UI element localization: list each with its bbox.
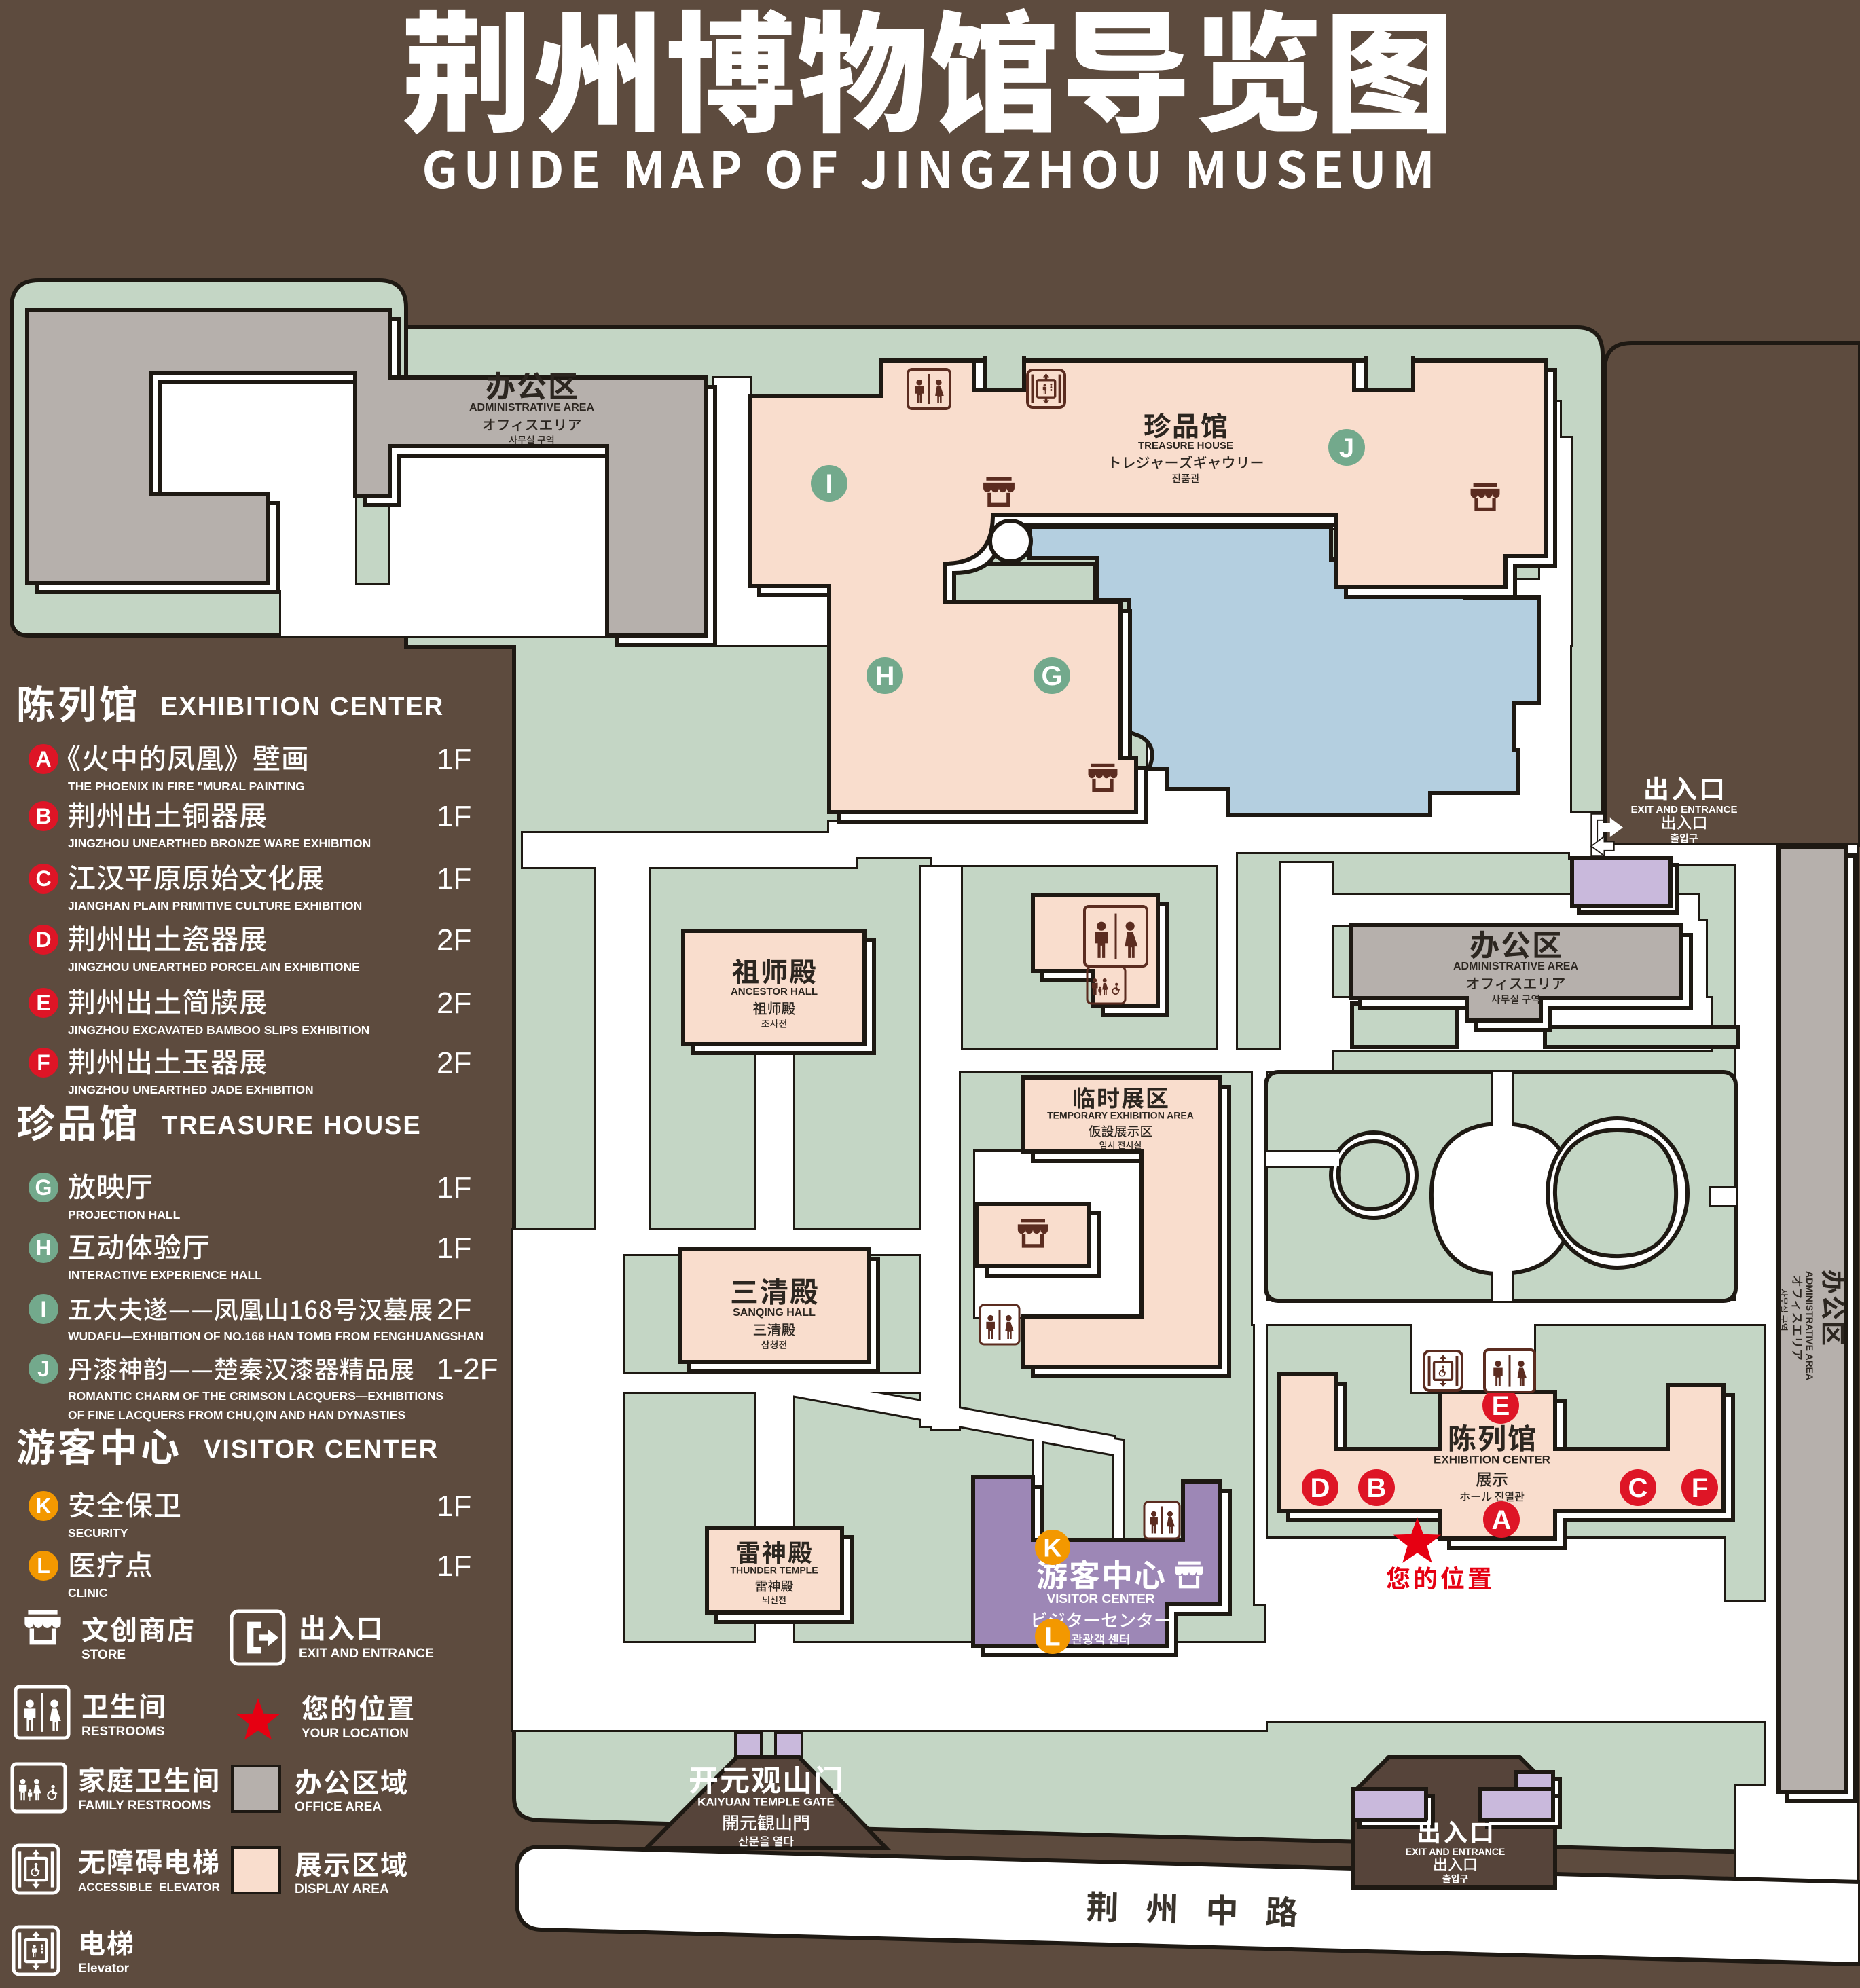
svg-text:Elevator: Elevator (78, 1962, 130, 1976)
svg-text:B: B (1367, 1473, 1387, 1503)
svg-text:ADMINISTRATIVE AREA: ADMINISTRATIVE AREA (1453, 961, 1578, 972)
svg-text:G: G (1041, 661, 1062, 691)
svg-text:E: E (36, 991, 50, 1015)
svg-text:TREASURE HOUSE: TREASURE HOUSE (1138, 440, 1233, 452)
svg-text:E: E (1492, 1391, 1510, 1421)
svg-text:PROJECTION HALL: PROJECTION HALL (68, 1208, 181, 1221)
svg-text:1-2F: 1-2F (437, 1352, 498, 1386)
svg-text:JIANGHAN PLAIN PRIMITIVE CULTU: JIANGHAN PLAIN PRIMITIVE CULTURE EXHIBIT… (68, 899, 362, 913)
svg-text:H: H (35, 1236, 51, 1260)
svg-text:2F: 2F (437, 987, 471, 1020)
svg-text:F: F (1692, 1473, 1708, 1503)
svg-text:A: A (1492, 1505, 1512, 1535)
svg-text:A: A (35, 747, 51, 771)
svg-text:VISITOR CENTER: VISITOR CENTER (1046, 1592, 1154, 1606)
svg-text:H: H (875, 661, 895, 691)
svg-text:L: L (1044, 1623, 1060, 1651)
svg-text:FAMILY RESTROOMS: FAMILY RESTROOMS (78, 1799, 211, 1813)
svg-text:1F: 1F (437, 1171, 471, 1204)
svg-text:B: B (35, 804, 51, 828)
svg-text:2F: 2F (437, 923, 471, 957)
svg-text:THE PHOENIX IN FIRE "MURAL PAI: THE PHOENIX IN FIRE "MURAL PAINTING (68, 779, 305, 793)
svg-text:EXHIBITION CENTER: EXHIBITION CENTER (1434, 1453, 1550, 1466)
svg-text:ADMINISTRATIVE AREA: ADMINISTRATIVE AREA (469, 402, 594, 413)
svg-text:KAIYUAN TEMPLE GATE: KAIYUAN TEMPLE GATE (697, 1795, 835, 1808)
svg-text:2F: 2F (437, 1293, 471, 1326)
svg-text:D: D (1311, 1473, 1330, 1503)
svg-text:D: D (35, 927, 51, 952)
svg-text:THUNDER TEMPLE: THUNDER TEMPLE (730, 1565, 818, 1576)
svg-text:JINGZHOU UNEARTHED PORCELAIN E: JINGZHOU UNEARTHED PORCELAIN EXHIBITIONE (68, 960, 360, 974)
svg-text:EXIT AND ENTRANCE: EXIT AND ENTRANCE (299, 1646, 434, 1661)
svg-text:K: K (1043, 1534, 1062, 1562)
svg-text:1F: 1F (437, 743, 471, 776)
svg-text:OF FINE LACQUERS FROM CHU,QIN: OF FINE LACQUERS FROM CHU,QIN AND HAN DY… (68, 1408, 405, 1422)
svg-text:EXHIBITION CENTER: EXHIBITION CENTER (160, 693, 444, 721)
svg-text:F: F (37, 1050, 50, 1075)
svg-text:ROMANTIC CHARM OF THE CRIMSON: ROMANTIC CHARM OF THE CRIMSON LACQUERS—E… (68, 1389, 443, 1403)
svg-text:1F: 1F (437, 1549, 471, 1583)
svg-text:INTERACTIVE EXPERIENCE HALL: INTERACTIVE EXPERIENCE HALL (68, 1268, 262, 1282)
svg-text:JINGZHOU UNEARTHED BRONZE WARE: JINGZHOU UNEARTHED BRONZE WARE EXHIBITIO… (68, 836, 371, 850)
svg-text:K: K (35, 1494, 51, 1518)
svg-text:TEMPORARY EXHIBITION AREA: TEMPORARY EXHIBITION AREA (1047, 1110, 1194, 1121)
svg-text:SANQING HALL: SANQING HALL (733, 1307, 816, 1319)
svg-text:SECURITY: SECURITY (68, 1526, 128, 1540)
svg-text:VISITOR CENTER: VISITOR CENTER (204, 1435, 439, 1464)
svg-text:STORE: STORE (81, 1648, 126, 1662)
svg-text:J: J (1339, 433, 1354, 463)
svg-text:J: J (37, 1357, 50, 1381)
svg-text:JINGZHOU EXCAVATED BAMBOO SLIP: JINGZHOU EXCAVATED BAMBOO SLIPS EXHIBITI… (68, 1023, 369, 1037)
svg-text:1F: 1F (437, 862, 471, 896)
svg-text:C: C (1628, 1473, 1648, 1503)
svg-text:JINGZHOU UNEARTHED JADE EXHIBI: JINGZHOU UNEARTHED JADE EXHIBITION (68, 1083, 314, 1097)
svg-text:ACCESSIBLE ELEVATOR: ACCESSIBLE ELEVATOR (78, 1881, 220, 1894)
svg-text:EXIT AND ENTRANCE: EXIT AND ENTRANCE (1406, 1846, 1506, 1857)
svg-text:L: L (37, 1553, 50, 1578)
svg-text:OFFICE AREA: OFFICE AREA (295, 1800, 382, 1814)
svg-text:CLINIC: CLINIC (68, 1586, 108, 1600)
svg-text:YOUR LOCATION: YOUR LOCATION (302, 1727, 409, 1741)
svg-text:2F: 2F (437, 1046, 471, 1080)
svg-text:ADMINISTRATIVE AREA: ADMINISTRATIVE AREA (1804, 1271, 1815, 1380)
svg-text:EXIT AND ENTRANCE: EXIT AND ENTRANCE (1631, 804, 1738, 815)
svg-text:TREASURE HOUSE: TREASURE HOUSE (162, 1111, 422, 1140)
svg-text:I: I (825, 469, 833, 499)
svg-text:G: G (35, 1175, 52, 1200)
svg-text:DISPLAY AREA: DISPLAY AREA (295, 1882, 389, 1896)
svg-text:1F: 1F (437, 800, 471, 833)
svg-text:ANCESTOR HALL: ANCESTOR HALL (731, 986, 818, 997)
svg-text:I: I (41, 1297, 47, 1321)
svg-text:1F: 1F (437, 1232, 471, 1265)
svg-text:1F: 1F (437, 1490, 471, 1523)
svg-text:C: C (35, 866, 51, 891)
svg-text:RESTROOMS: RESTROOMS (81, 1725, 164, 1739)
svg-text:WUDAFU—EXHIBITION OF NO.168 HA: WUDAFU—EXHIBITION OF NO.168 HAN TOMB FRO… (68, 1329, 484, 1343)
